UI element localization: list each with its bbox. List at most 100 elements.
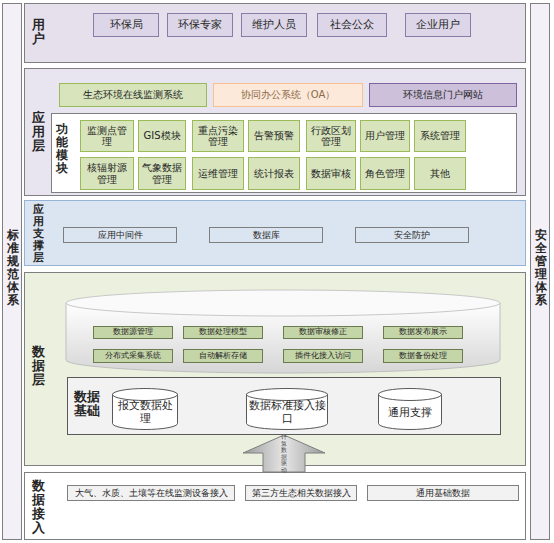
module-box: 告警预警	[248, 120, 300, 152]
box-label: 自动解析存储	[197, 352, 249, 361]
layer-label: 数据基础	[73, 390, 101, 418]
box-label: 数据处理模型	[197, 328, 249, 337]
module-box: 监测点管理	[80, 120, 134, 152]
box-label: GIS模块	[141, 130, 182, 142]
module-box: 系统管理	[414, 120, 466, 152]
box-label: 统计报表	[252, 168, 296, 180]
data-service-box: 数据备份处理	[383, 349, 463, 363]
box-label: 大气、水质、土壤等在线监测设备接入	[73, 488, 230, 498]
layer-band: 应用层 生态环境在线监测系统 协同办公系统（OA） 环境信息门户网站功能模块监测点管理…	[24, 68, 526, 196]
support-box: 安全防护	[355, 227, 469, 243]
module-group: 功能模块监测点管理 GIS模块重点污染管理告警预警行政区划管理用户管理系统管理核辐…	[51, 113, 517, 193]
box-label: 应用中间件	[96, 230, 145, 240]
data-service-box: 数据源管理	[93, 326, 173, 339]
box-label: 数据发布展示	[397, 328, 449, 337]
module-box: 角色管理	[360, 157, 410, 190]
box-label: 核辐射源管理	[81, 162, 133, 185]
data-cylinder: 数据标准接入接口	[246, 388, 328, 430]
system-box: 环境信息门户网站	[369, 83, 517, 107]
box-label: 社会公众	[328, 19, 376, 32]
user-box: 社会公众	[317, 13, 387, 37]
module-box: 数据审核	[306, 157, 356, 190]
box-label: 维护人员	[250, 19, 298, 32]
data-cylinder: 通用支撑	[378, 388, 442, 430]
data-service-box: 数据发布展示	[383, 326, 463, 339]
box-label: 报文数据处理	[112, 392, 178, 425]
user-box: 环保局	[93, 13, 159, 37]
layer-band: 数据接入 大气、水质、土壤等在线监测设备接入 第三方生态相关数据接入 通用基础数据	[24, 472, 526, 540]
system-box: 生态环境在线监测系统	[59, 83, 207, 107]
data-service-box: 数据审核修正	[283, 326, 363, 339]
box-label: 数据备份处理	[397, 352, 449, 361]
module-box: GIS模块	[138, 120, 186, 152]
data-foundation-box: 数据基础报文数据处理 数据标准接入接口 通用支撑	[67, 377, 501, 435]
box-label: 监测点管理	[81, 125, 133, 148]
module-box: 统计报表	[248, 157, 300, 190]
module-box: 用户管理	[360, 120, 410, 152]
side-bar: 标准规范体系	[2, 3, 22, 540]
layer-label: 用户	[31, 18, 45, 46]
layer-label: 数据层	[31, 345, 45, 387]
box-label: 第三方生态相关数据接入	[250, 488, 353, 498]
box-label: 企业用户	[414, 19, 462, 32]
user-box: 环保专家	[167, 13, 233, 37]
box-label: 插件化接入访问	[293, 352, 353, 361]
layer-label: 安全管理体系	[534, 229, 548, 307]
access-box: 大气、水质、土壤等在线监测设备接入	[67, 485, 235, 501]
box-label: 行政区划管理	[307, 125, 355, 148]
box-label: 生态环境在线监测系统	[81, 89, 185, 101]
data-service-box: 自动解析存储	[183, 349, 263, 363]
box-label: 数据审核修正	[297, 328, 349, 337]
cylinder-top	[247, 389, 328, 401]
system-box: 协同办公系统（OA）	[213, 83, 363, 107]
data-cylinder: 报文数据处理	[112, 388, 178, 430]
layer-label: 应用支撑层	[32, 204, 44, 264]
support-box: 数据库	[209, 227, 323, 243]
module-box: 其他	[414, 157, 466, 190]
box-label: 分布式采集系统	[103, 352, 163, 361]
box-label: 数据标准接入接口	[246, 392, 328, 425]
arrow-label: 计算数据驱动	[281, 434, 288, 473]
box-label: 通用基础数据	[414, 488, 472, 498]
module-box: 重点污染管理	[192, 120, 244, 152]
box-label: 运维管理	[196, 168, 240, 180]
box-label: 系统管理	[418, 130, 462, 142]
layer-label: 标准规范体系	[6, 229, 20, 307]
access-box: 第三方生态相关数据接入	[245, 485, 357, 501]
box-label: 安全防护	[392, 230, 432, 240]
layer-band: 数据层 数据源管理 数据处理模型 数据审核修正 数据发布展示分布式采集系统 自动解析存储 插…	[24, 272, 526, 466]
box-label: 环保专家	[176, 19, 224, 32]
layer-band: 应用支撑层 应用中间件 数据库 安全防护	[24, 200, 526, 266]
user-box: 企业用户	[405, 13, 471, 37]
layer-band: 用户 环保局 环保专家 维护人员 社会公众 企业用户	[24, 3, 526, 63]
layer-label: 数据接入	[31, 479, 45, 535]
box-label: 数据源管理	[111, 328, 155, 337]
cylinder-top	[379, 389, 442, 401]
box-label: 用户管理	[363, 130, 407, 142]
box-label: 角色管理	[363, 168, 407, 180]
side-bar: 安全管理体系	[530, 3, 550, 540]
data-service-box: 数据处理模型	[183, 326, 263, 339]
box-label: 数据审核	[309, 168, 353, 180]
box-label: 重点污染管理	[193, 125, 243, 148]
module-box: 行政区划管理	[306, 120, 356, 152]
box-label: 气象数据管理	[139, 162, 185, 185]
user-box: 维护人员	[241, 13, 307, 37]
module-box: 运维管理	[192, 157, 244, 190]
box-label: 环境信息门户网站	[401, 89, 485, 101]
access-box: 通用基础数据	[367, 485, 519, 501]
module-box: 核辐射源管理	[80, 157, 134, 190]
data-service-box: 插件化接入访问	[283, 349, 363, 363]
support-box: 应用中间件	[63, 227, 177, 243]
layer-label: 应用层	[31, 111, 45, 153]
box-label: 数据库	[251, 230, 282, 240]
box-label: 协同办公系统（OA）	[239, 89, 338, 101]
box-label: 通用支撑	[386, 399, 434, 420]
cylinder-top	[113, 389, 178, 401]
box-label: 环保局	[108, 19, 145, 32]
layer-label: 功能模块	[55, 123, 69, 175]
box-label: 告警预警	[252, 130, 296, 142]
box-label: 其他	[428, 168, 452, 180]
data-service-box: 分布式采集系统	[93, 349, 173, 363]
